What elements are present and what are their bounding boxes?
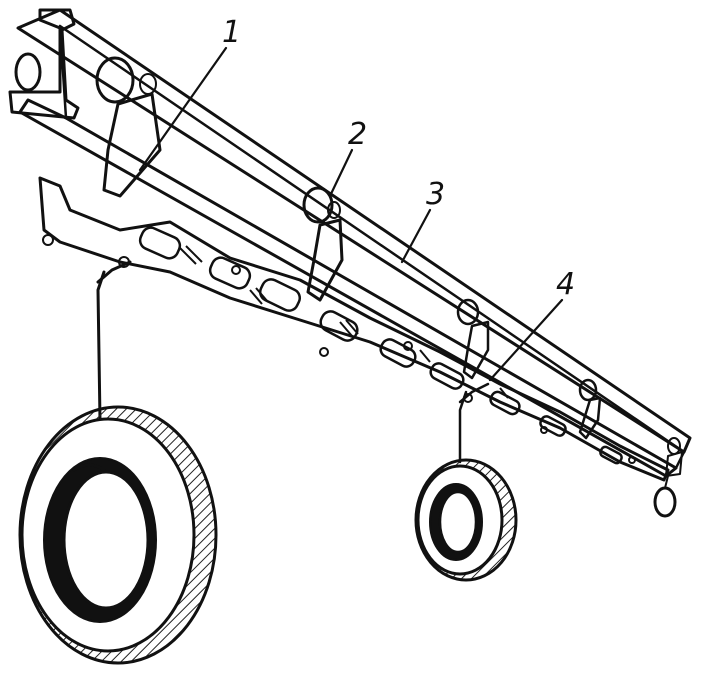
callout-3: 3 [426,177,445,212]
trolley-2 [302,186,344,302]
callout-4: 4 [556,267,575,302]
hanger-front [96,260,132,422]
leader-4 [488,298,564,382]
carrier-trolleys [14,52,683,518]
leader-3 [400,208,432,264]
tyre-small [414,458,518,582]
leader-1 [138,46,228,172]
hanger-rear [458,382,490,464]
drive-chain [38,176,670,482]
trolley-3 [456,298,490,380]
tyre-large [18,405,218,665]
i-beam-rail [8,8,692,478]
trolley-1 [14,52,162,198]
leader-2 [328,148,354,198]
callout-1: 1 [222,15,241,50]
leader-lines [138,46,564,382]
callout-2: 2 [348,117,367,152]
